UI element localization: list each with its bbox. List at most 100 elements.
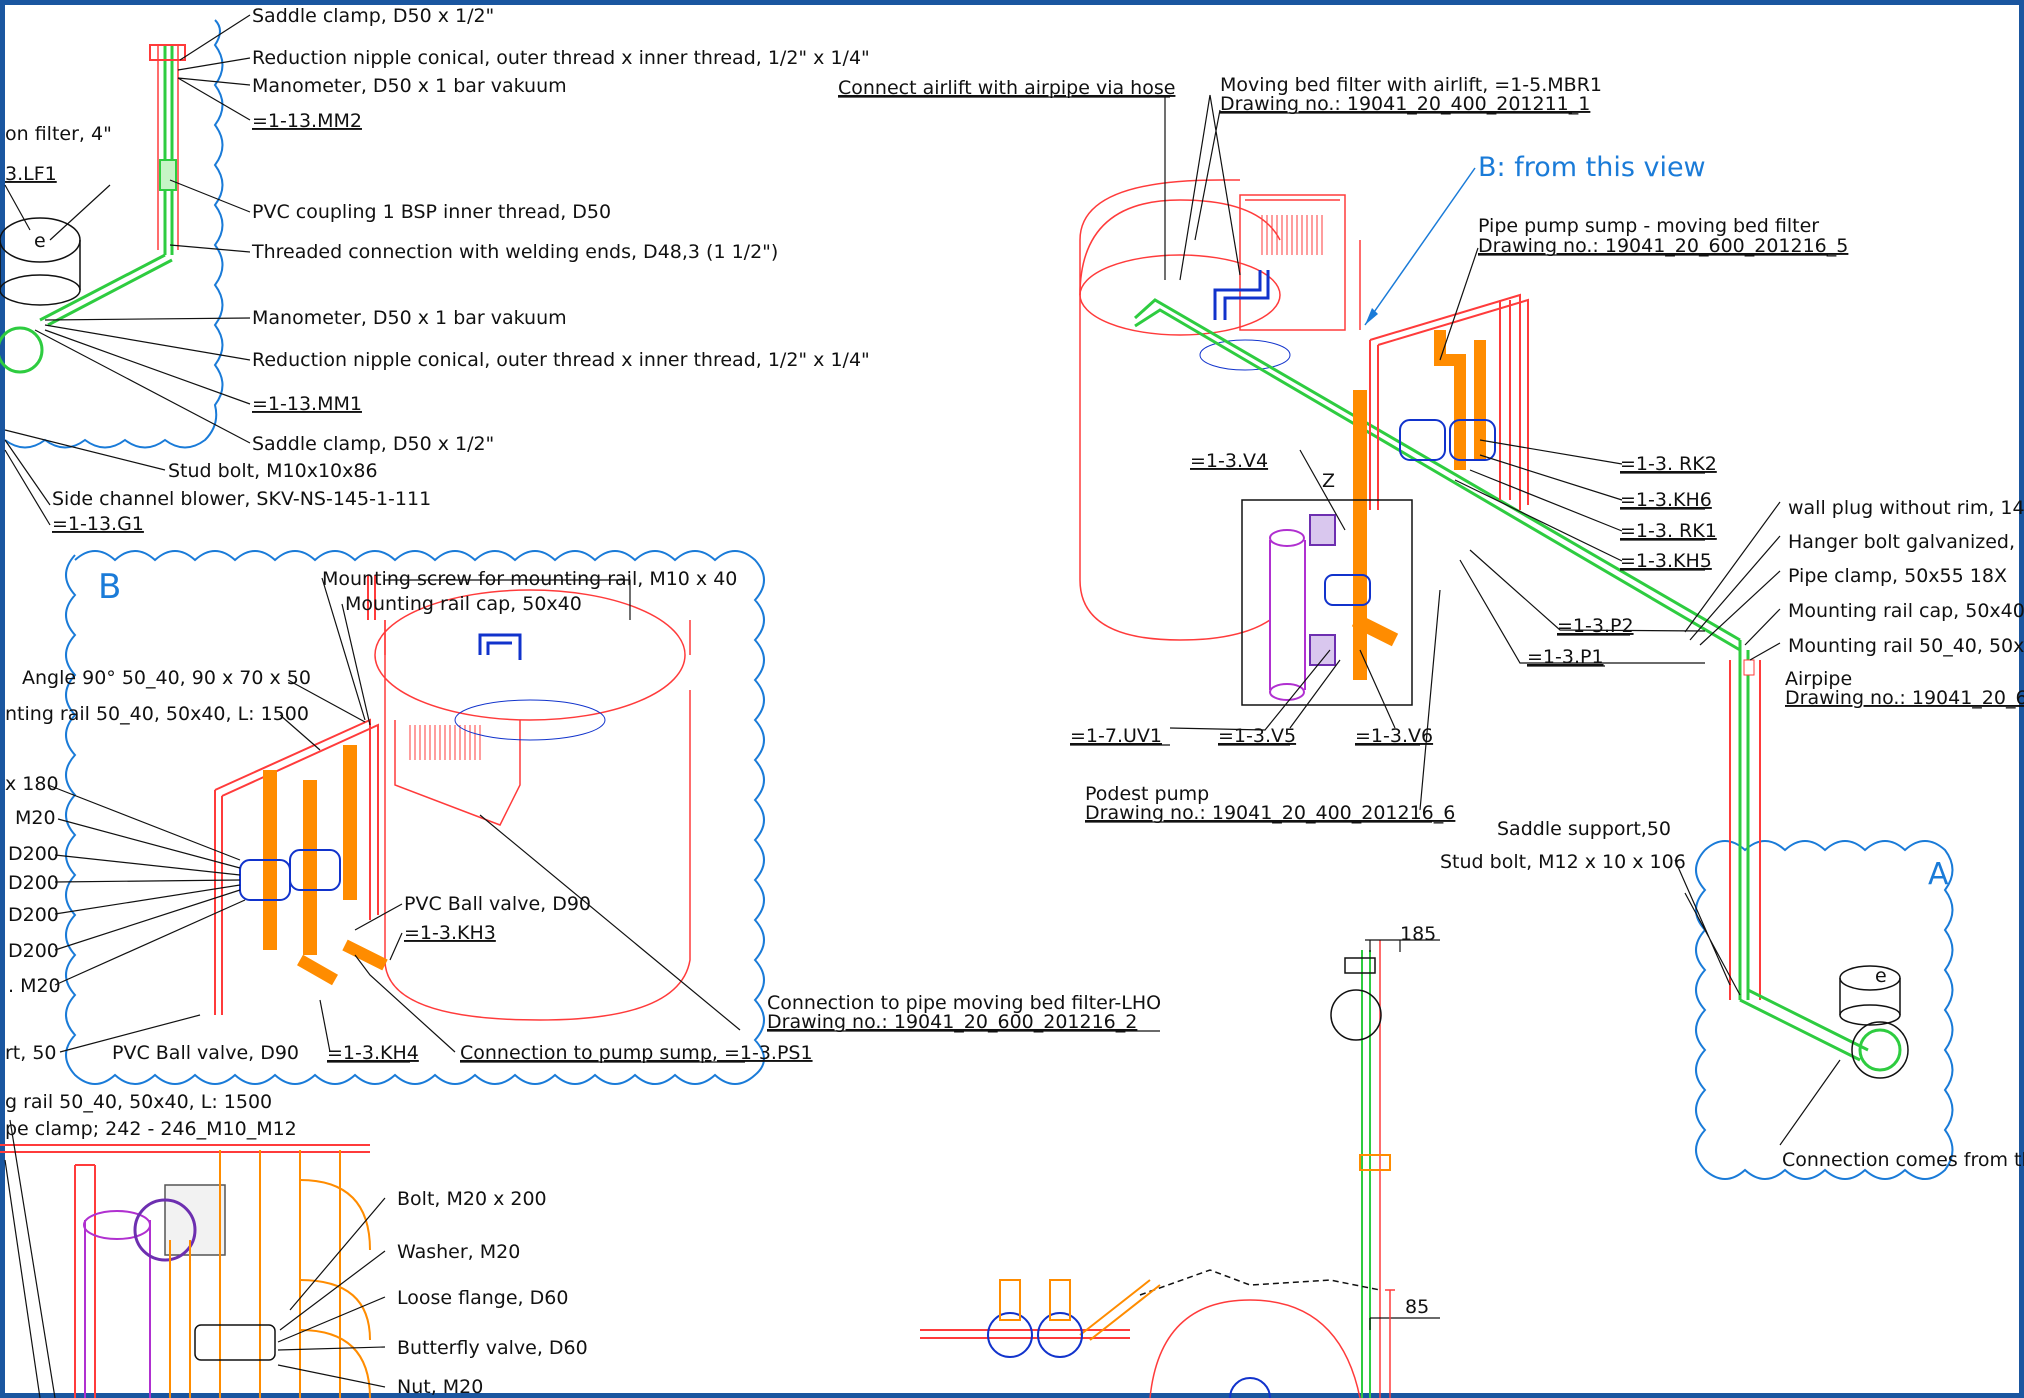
svg-text:e: e bbox=[1875, 965, 1887, 987]
label-mounting-rail-b-partial: nting rail 50_40, 50x40, L: 1500 bbox=[5, 703, 309, 725]
leaders-top-left bbox=[4, 14, 251, 526]
view-b-arrow bbox=[1364, 167, 1476, 326]
label-loose-flange: Loose flange, D60 bbox=[397, 1287, 568, 1309]
label-connect-airlift: Connect airlift with airpipe via hose bbox=[838, 77, 1175, 99]
right-support-rail bbox=[1499, 300, 1511, 500]
label-reduction-nipple-bottom: Reduction nipple conical, outer thread x… bbox=[252, 349, 870, 371]
label-reduction-nipple-top: Reduction nipple conical, outer thread x… bbox=[252, 47, 870, 69]
label-stud-bolt-m10: Stud bolt, M10x10x86 bbox=[168, 460, 378, 482]
label-d200-3: D200 bbox=[8, 904, 59, 926]
label-z: Z bbox=[1322, 470, 1335, 492]
label-kh5: =1-3.KH5 bbox=[1620, 550, 1712, 572]
bottom-left-assembly bbox=[0, 1119, 386, 1398]
label-stud-bolt-m12: Stud bolt, M12 x 10 x 106 bbox=[1440, 851, 1686, 873]
label-pvc-ball-valve-2: PVC Ball valve, D90 bbox=[112, 1042, 299, 1064]
labels-bottom: 185 85 g rail 50_40, 50x40, L: 1500 pe c… bbox=[5, 923, 1436, 1398]
label-mounting-rail-cap-r: Mounting rail cap, 50x40 bbox=[1788, 600, 2024, 622]
blower-airpipe: e bbox=[0, 44, 186, 374]
label-lf1-partial: 3.LF1 bbox=[5, 163, 57, 185]
cloud-top-left bbox=[4, 19, 224, 449]
label-side-channel-blower: Side channel blower, SKV-NS-145-1-111 bbox=[52, 488, 431, 510]
label-mounting-screw: Mounting screw for mounting rail, M10 x … bbox=[322, 568, 737, 590]
label-m20-partial-2: . M20 bbox=[8, 975, 61, 997]
label-pvc-coupling: PVC coupling 1 BSP inner thread, D50 bbox=[252, 201, 611, 223]
label-nut-m20: Nut, M20 bbox=[397, 1376, 483, 1398]
detail-a-drawing: e bbox=[1839, 965, 1909, 1079]
label-detail-a: A bbox=[1928, 857, 1949, 892]
label-mm2: =1-13.MM2 bbox=[252, 110, 362, 132]
label-d200-2: D200 bbox=[8, 872, 59, 894]
label-g-rail-partial: g rail 50_40, 50x40, L: 1500 bbox=[5, 1091, 272, 1113]
label-detail-b: B bbox=[98, 567, 121, 607]
label-podest-pump: Podest pump bbox=[1085, 783, 1209, 805]
label-rk1: =1-3. RK1 bbox=[1620, 520, 1717, 542]
label-g1: =1-13.G1 bbox=[52, 513, 144, 535]
moving-bed-filter-tank bbox=[1079, 179, 1361, 641]
label-dim-85: 85 bbox=[1405, 1296, 1429, 1318]
label-mounting-rail-r: Mounting rail 50_40, 50x40 bbox=[1788, 635, 2024, 657]
label-saddle-clamp-top: Saddle clamp, D50 x 1/2" bbox=[252, 5, 494, 27]
label-drawing-podest: Drawing no.: 19041_20_400_201216_6 bbox=[1085, 802, 1455, 824]
bottom-elevation bbox=[920, 939, 1440, 1398]
label-manometer-bottom: Manometer, D50 x 1 bar vakuum bbox=[252, 307, 567, 329]
label-pipe-clamp-50: Pipe clamp, 50x55 18X bbox=[1788, 565, 2007, 587]
label-rk2: =1-3. RK2 bbox=[1620, 453, 1717, 475]
label-airpipe: Airpipe bbox=[1785, 668, 1852, 690]
label-dim-185: 185 bbox=[1400, 923, 1436, 945]
leaders-detail-b bbox=[47, 577, 741, 1053]
label-v5: =1-3.V5 bbox=[1218, 725, 1296, 747]
label-v6: =1-3.V6 bbox=[1355, 725, 1433, 747]
orange-pump-pipes bbox=[1324, 330, 1496, 680]
label-p2: =1-3.P2 bbox=[1557, 615, 1634, 637]
labels-top-left: Saddle clamp, D50 x 1/2" Reduction nippl… bbox=[5, 5, 870, 535]
label-x180-partial: x 180 bbox=[5, 773, 59, 795]
uv-unit bbox=[1241, 499, 1413, 706]
label-mm1: =1-13.MM1 bbox=[252, 393, 362, 415]
label-connection-pump-sump: Connection to pump sump, =1-3.PS1 bbox=[460, 1042, 813, 1064]
label-mounting-rail-cap-b: Mounting rail cap, 50x40 bbox=[345, 593, 582, 615]
label-v4: =1-3.V4 bbox=[1190, 450, 1268, 472]
label-bolt-m20: Bolt, M20 x 200 bbox=[397, 1188, 547, 1210]
label-connection-comes: Connection comes from the bbox=[1782, 1149, 2024, 1171]
pump-sump-frame bbox=[1369, 293, 1529, 510]
label-drawing-pps: Drawing no.: 19041_20_600_201216_5 bbox=[1478, 235, 1848, 257]
label-manometer-top: Manometer, D50 x 1 bar vakuum bbox=[252, 75, 567, 97]
label-d200-1: D200 bbox=[8, 843, 59, 865]
label-saddle-support: Saddle support,50 bbox=[1497, 818, 1671, 840]
label-drawing-airpipe: Drawing no.: 19041_20_60 bbox=[1785, 687, 2024, 709]
label-uv1: =1-7.UV1 bbox=[1070, 725, 1162, 747]
label-d200-4: D200 bbox=[8, 940, 59, 962]
svg-text:e: e bbox=[34, 230, 46, 252]
cloud-detail-b bbox=[65, 550, 765, 1085]
labels-detail-b: B Mounting screw for mounting rail, M10 … bbox=[5, 567, 1161, 1064]
label-kh6: =1-3.KH6 bbox=[1620, 489, 1712, 511]
cloud-detail-a bbox=[1695, 840, 1954, 1180]
label-angle-90: Angle 90° 50_40, 90 x 70 x 50 bbox=[22, 667, 311, 689]
label-threaded-connection: Threaded connection with welding ends, D… bbox=[251, 241, 778, 263]
label-filter-partial: on filter, 4" bbox=[5, 123, 112, 145]
label-wall-plug: wall plug without rim, 14x bbox=[1788, 497, 2024, 519]
label-drawing-lho: Drawing no.: 19041_20_600_201216_2 bbox=[767, 1011, 1137, 1033]
label-saddle-clamp-bottom: Saddle clamp, D50 x 1/2" bbox=[252, 433, 494, 455]
detail-b-drawing bbox=[214, 575, 691, 1021]
label-pipe-pump-sump: Pipe pump sump - moving bed filter bbox=[1478, 215, 1819, 237]
label-drawing-mbf: Drawing no.: 19041_20_400_201211_1 bbox=[1220, 93, 1590, 115]
label-kh3: =1-3.KH3 bbox=[404, 922, 496, 944]
label-moving-bed-filter: Moving bed filter with airlift, =1-5.MBR… bbox=[1220, 74, 1602, 96]
label-butterfly-valve: Butterfly valve, D60 bbox=[397, 1337, 588, 1359]
label-washer-m20: Washer, M20 bbox=[397, 1241, 520, 1263]
label-kh4: =1-3.KH4 bbox=[327, 1042, 419, 1064]
label-pvc-ball-valve-1: PVC Ball valve, D90 bbox=[404, 893, 591, 915]
labels-top-right: Connect airlift with airpipe via hose Mo… bbox=[838, 74, 2024, 1171]
leaders-right bbox=[1164, 94, 1841, 1146]
label-p1: =1-3.P1 bbox=[1527, 646, 1604, 668]
label-hanger-bolt: Hanger bolt galvanized, bbox=[1788, 531, 2015, 553]
airlift-pipe bbox=[1133, 298, 1869, 1062]
label-b-from-view: B: from this view bbox=[1478, 152, 1706, 183]
label-pe-clamp-partial: pe clamp; 242 - 246_M10_M12 bbox=[5, 1118, 297, 1140]
label-connection-pipe-lho: Connection to pipe moving bed filter-LHO bbox=[767, 992, 1161, 1014]
label-rt50-partial: rt, 50 bbox=[5, 1042, 57, 1064]
label-m20-partial: M20 bbox=[15, 807, 56, 829]
